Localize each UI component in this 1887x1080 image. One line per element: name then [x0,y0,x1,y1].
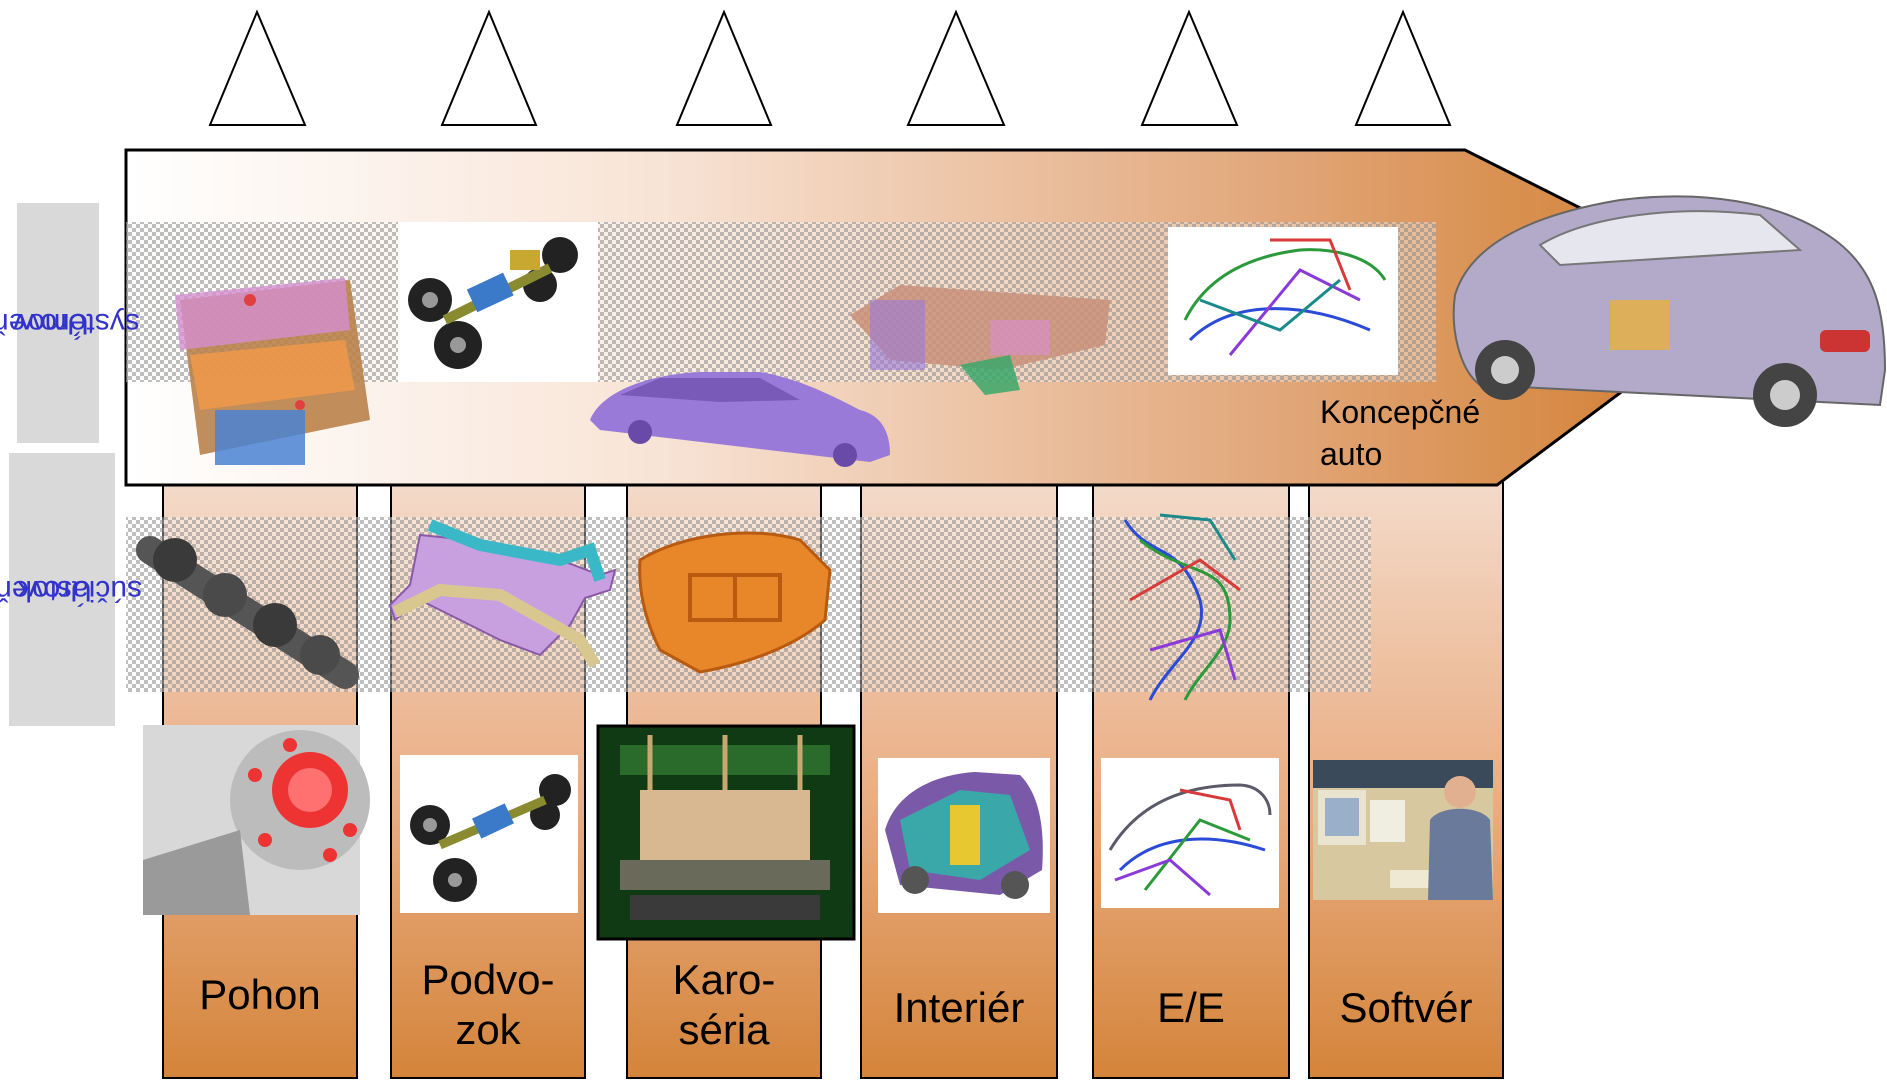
flange-icon [143,725,370,915]
column-label-pohon-text: Pohon [199,971,321,1018]
concept-line1: Koncepčné [1320,394,1481,430]
triangle-5 [1140,9,1239,126]
interior-body-icon [885,772,1043,899]
triangle-1 [208,9,307,126]
column-label-ee: E/E [1093,983,1289,1033]
column-label-karoseria: Karo- séria [627,955,821,1054]
triangle-6 [1354,9,1452,126]
wiring-harness-parts-icon [1123,513,1241,701]
concept-car-label: Koncepčné auto [1320,392,1540,475]
chassis-bottom-icon [410,774,571,902]
column-label-softver: Softvér [1309,983,1503,1033]
wiring-harness-icon [1183,238,1387,356]
parts-level-line2: súčiastok [17,573,143,607]
engine-icon [175,278,370,465]
hood-panel-icon [638,531,832,674]
top-triangles [208,9,1452,126]
concept-line2: auto [1320,435,1383,472]
column-label-podvozok: Podvo- zok [391,955,585,1054]
column-label-interier: Interiér [861,983,1057,1033]
press-tool-icon [596,724,856,941]
column-label-karoseria-line1: Karo- [672,956,776,1003]
column-label-ee-text: E/E [1157,984,1225,1031]
column-label-softver-text: Softvér [1339,984,1473,1031]
systems-level-label: Úroveň systémov [0,203,139,443]
triangle-3 [675,9,773,126]
column-label-pohon: Pohon [163,970,357,1020]
column-label-interier-text: Interiér [893,984,1025,1031]
car-body-icon [590,372,890,467]
person-at-computer-icon [1313,760,1493,900]
concept-car-icon [1452,195,1887,427]
parts-level-label: Úroveň súčiastok [0,453,143,726]
column-label-podvozok-line2: zok [455,1005,521,1053]
triangle-4 [906,9,1006,126]
dashboard-icon [850,285,1110,395]
column-label-karoseria-line2: séria [678,1005,770,1053]
chassis-icon [408,237,578,369]
crankshaft-icon [136,536,359,689]
ee-wiring-icon [1108,783,1272,897]
column-label-podvozok-line1: Podvo- [421,956,555,1003]
systems-level-line2: systémov [12,307,140,340]
triangle-2 [440,9,538,126]
subframe-icon [388,519,617,669]
